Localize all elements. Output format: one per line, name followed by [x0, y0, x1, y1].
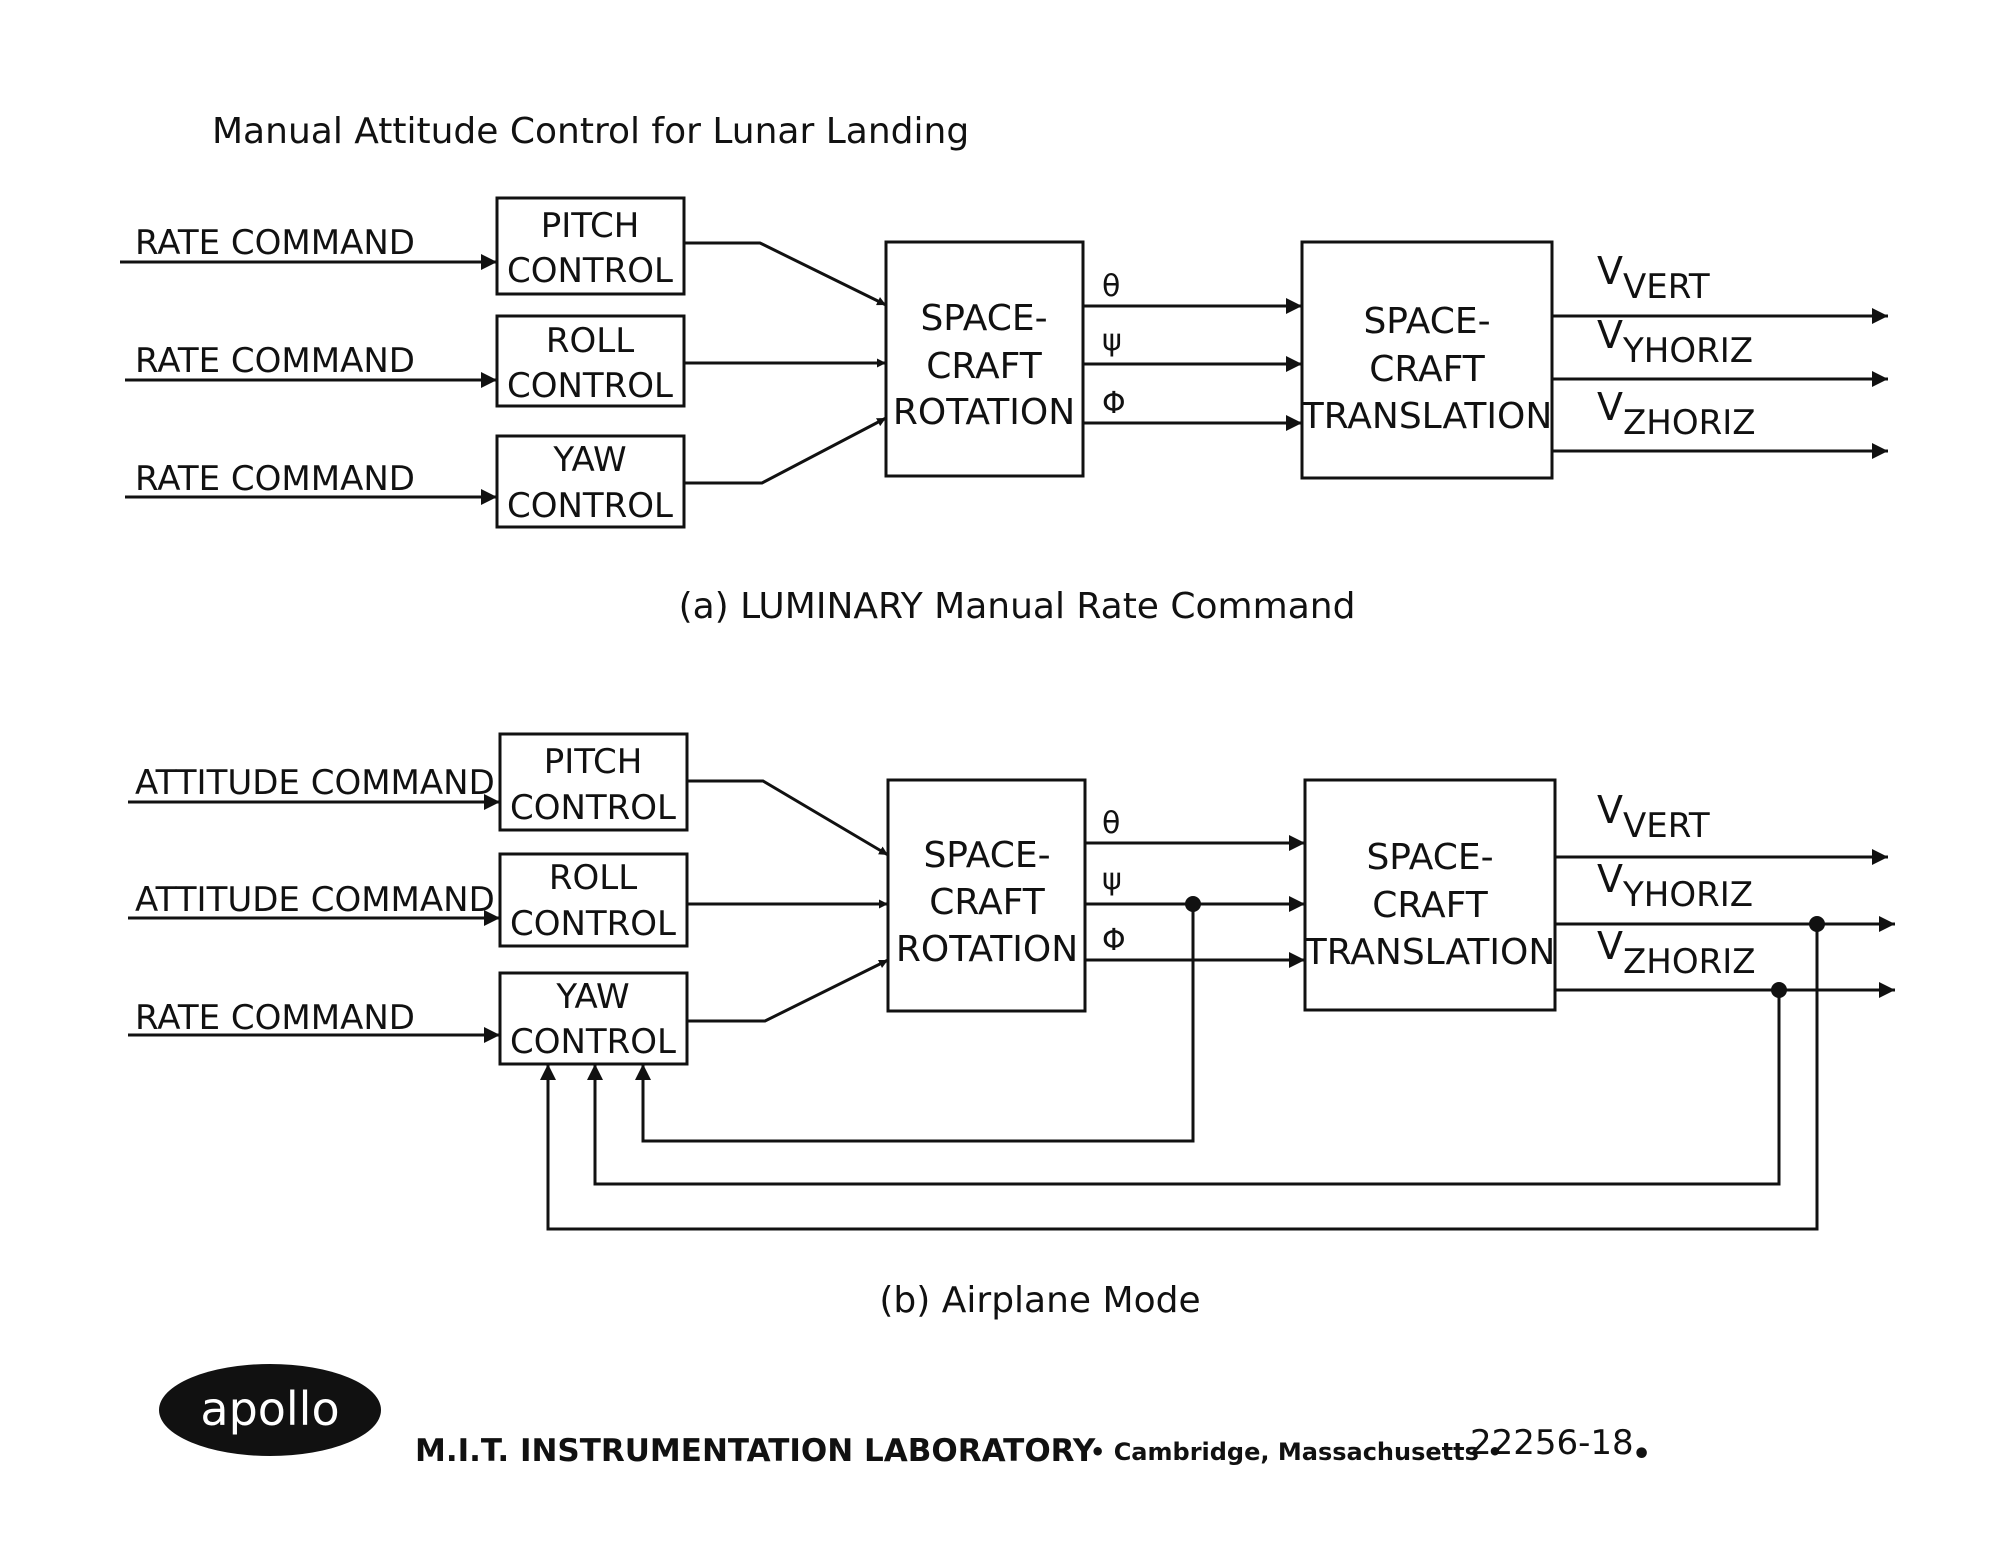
- svg-text:SPACE-: SPACE-: [920, 298, 1047, 339]
- footer-end-dot: •: [1632, 1437, 1651, 1472]
- svg-text:PITCH: PITCH: [544, 742, 643, 782]
- pitch-control-box: PITCH CONTROL: [495, 196, 686, 296]
- output-label-vzhoriz: VZHORIZ: [1597, 385, 1756, 443]
- theta-label: θ: [1102, 806, 1120, 841]
- spacecraft-translation-box: SPACE- CRAFT TRANSLATION: [1303, 778, 1557, 1012]
- connector-pitch-rotation: [684, 241, 887, 307]
- lab-location: • Cambridge, Massachusetts •: [1090, 1438, 1503, 1466]
- phi-label: Φ: [1102, 386, 1126, 421]
- caption-b: (b) Airplane Mode: [879, 1280, 1200, 1321]
- feedback-vyhoriz: [540, 924, 1819, 1231]
- svg-text:PITCH: PITCH: [541, 206, 640, 246]
- svg-text:CONTROL: CONTROL: [507, 486, 673, 526]
- svg-text:ROTATION: ROTATION: [893, 392, 1075, 433]
- apollo-logo: apollo: [159, 1364, 381, 1456]
- roll-control-box: ROLL CONTROL: [498, 852, 689, 948]
- input-label-roll: RATE COMMAND: [135, 341, 415, 381]
- roll-control-box: ROLL CONTROL: [495, 314, 686, 408]
- connector-yaw-rotation: [684, 416, 887, 485]
- svg-text:ROTATION: ROTATION: [896, 929, 1078, 970]
- yaw-control-box: YAW CONTROL: [495, 434, 686, 529]
- feedback-psi: [635, 904, 1195, 1143]
- svg-text:CRAFT: CRAFT: [926, 346, 1042, 387]
- input-label-yaw: RATE COMMAND: [135, 998, 415, 1038]
- connector-yaw-rotation: [687, 958, 889, 1023]
- psi-label: ψ: [1102, 862, 1122, 897]
- input-label-pitch: ATTITUDE COMMAND: [135, 763, 495, 803]
- page-title: Manual Attitude Control for Lunar Landin…: [212, 111, 969, 152]
- lab-name: M.I.T. INSTRUMENTATION LABORATORY: [415, 1433, 1096, 1469]
- svg-text:CONTROL: CONTROL: [507, 366, 673, 406]
- output-label-vyhoriz: VYHORIZ: [1597, 313, 1753, 371]
- spacecraft-rotation-box: SPACE- CRAFT ROTATION: [886, 778, 1087, 1013]
- output-label-vzhoriz: VZHORIZ: [1597, 924, 1756, 982]
- svg-text:SPACE-: SPACE-: [1363, 301, 1490, 342]
- diagram-b: ATTITUDE COMMAND ATTITUDE COMMAND RATE C…: [128, 732, 1895, 1321]
- pitch-control-box: PITCH CONTROL: [498, 732, 689, 832]
- svg-text:apollo: apollo: [200, 1382, 339, 1436]
- svg-text:CONTROL: CONTROL: [510, 904, 676, 944]
- svg-text:CONTROL: CONTROL: [510, 788, 676, 828]
- input-label-yaw: RATE COMMAND: [135, 459, 415, 499]
- svg-text:TRANSLATION: TRANSLATION: [1304, 932, 1556, 973]
- svg-text:TRANSLATION: TRANSLATION: [1301, 396, 1553, 437]
- svg-text:SPACE-: SPACE-: [1366, 837, 1493, 878]
- input-label-roll: ATTITUDE COMMAND: [135, 880, 495, 920]
- svg-text:ROLL: ROLL: [549, 858, 637, 898]
- svg-text:YAW: YAW: [555, 977, 629, 1017]
- document-number: 22256-18: [1470, 1423, 1634, 1463]
- psi-label: ψ: [1102, 323, 1122, 358]
- output-label-vvert: VVERT: [1597, 788, 1710, 846]
- diagram-a: RATE COMMAND RATE COMMAND RATE COMMAND P…: [120, 196, 1888, 627]
- svg-text:CRAFT: CRAFT: [1372, 885, 1488, 926]
- spacecraft-rotation-box: SPACE- CRAFT ROTATION: [884, 240, 1085, 478]
- connector-pitch-rotation: [687, 779, 889, 857]
- svg-text:SPACE-: SPACE-: [923, 835, 1050, 876]
- input-label-pitch: RATE COMMAND: [135, 223, 415, 263]
- yaw-control-box: YAW CONTROL: [498, 971, 689, 1066]
- output-label-vyhoriz: VYHORIZ: [1597, 857, 1753, 915]
- svg-text:CONTROL: CONTROL: [507, 251, 673, 291]
- svg-text:ROLL: ROLL: [546, 321, 634, 361]
- feedback-vzhoriz: [587, 990, 1781, 1186]
- phi-label: Φ: [1102, 923, 1126, 958]
- footer: apollo M.I.T. INSTRUMENTATION LABORATORY…: [159, 1364, 1651, 1472]
- spacecraft-translation-box: SPACE- CRAFT TRANSLATION: [1300, 240, 1554, 480]
- svg-text:CONTROL: CONTROL: [510, 1022, 676, 1062]
- theta-label: θ: [1102, 269, 1120, 304]
- output-label-vvert: VVERT: [1597, 249, 1710, 307]
- svg-text:CRAFT: CRAFT: [929, 882, 1045, 923]
- caption-a: (a) LUMINARY Manual Rate Command: [679, 586, 1356, 627]
- svg-text:YAW: YAW: [552, 440, 626, 480]
- svg-text:CRAFT: CRAFT: [1369, 349, 1485, 390]
